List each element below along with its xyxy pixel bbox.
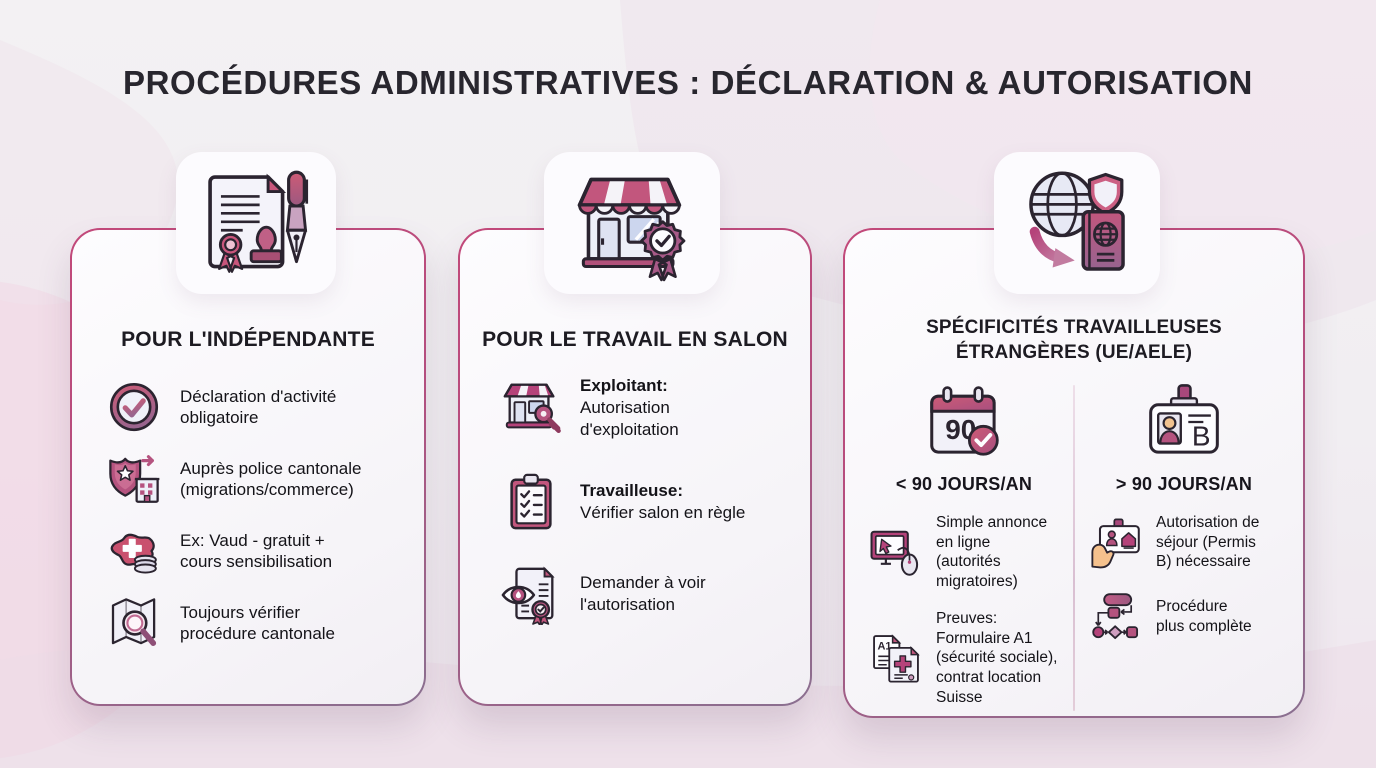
shop-key-icon [500,377,562,439]
item-text: Déclaration d'activité obligatoire [180,386,337,428]
list-item: Toujours vérifier procédure cantonale [106,595,400,651]
tab-storefront [544,152,720,294]
page-title: PROCÉDURES ADMINISTRATIVES : DÉCLARATION… [123,64,1253,101]
column-header: > 90 JOURS/AN [1115,474,1253,495]
card-travail-salon: POUR LE TRAVAIL EN SALON [458,228,812,706]
item-text: Travailleuse:Vérifier salon en règle [580,480,745,524]
list-item: A1 Preuves: Formulaire A1 (sécurité soci [869,609,1059,707]
check-circle-icon [106,379,162,435]
list-item: Simple annonce en ligne (autorités migra… [869,513,1059,591]
item-text: Procédure plus complète [1155,598,1252,635]
item-text: Exploitant:Autorisation d'exploitation [580,375,679,440]
list-item: Demander à voir l'autorisation [500,563,788,625]
card-title: POUR L'INDÉPENDANTE [121,328,375,351]
item-text: Ex: Vaud - gratuit + cours sensibilisati… [180,530,333,572]
column-divider [1073,385,1075,712]
item-text: Demander à voir l'autorisation [580,572,706,616]
storefront-award-icon [568,164,696,282]
item-body: Autorisation d'exploitation [580,398,679,439]
card-independante: POUR L'INDÉPENDANTE Déclaration d'activi… [70,228,426,706]
police-badge-icon [106,451,162,507]
clipboard-checklist-icon [500,471,562,533]
globe-passport-icon [1014,167,1140,279]
permit-b-card-icon: B [1141,379,1227,465]
a1-label: A1 [877,641,891,653]
card-title: SPÉCIFICITÉS TRAVAILLEUSES ÉTRANGÈRES (U… [926,317,1222,363]
column-plus-90-jours: B > 90 JOURS/AN [1075,379,1293,725]
item-text: Auprès police cantonale (migrations/comm… [180,458,362,500]
card-title: POUR LE TRAVAIL EN SALON [482,328,788,351]
item-text: Simple annonce en ligne (autorités migra… [936,514,1048,590]
tab-globe-passport [994,152,1160,294]
map-magnifier-icon [106,595,162,651]
item-text: Preuves: Formulaire A1 (sécurité sociale… [936,610,1058,706]
flowchart-icon [1089,590,1143,644]
column-header: < 90 JOURS/AN [895,474,1033,495]
card-etrangeres: SPÉCIFICITÉS TRAVAILLEUSES ÉTRANGÈRES (U… [843,228,1305,718]
list-item: Déclaration d'activité obligatoire [106,379,400,435]
item-lead: Travailleuse: [580,480,684,500]
list-item: Ex: Vaud - gratuit + cours sensibilisati… [106,523,400,579]
permit-letter: B [1192,421,1211,452]
column-moins-90-jours: 90 < 90 JOURS/AN [855,379,1073,725]
item-text: Toujours vérifier procédure cantonale [180,602,336,644]
list-item: Autorisation de séjour (Permis B) nécess… [1089,513,1279,572]
monitor-mouse-icon [869,525,923,579]
item-lead: Exploitant: [580,376,668,396]
eye-document-icon [500,563,562,625]
calendar-90-icon: 90 [921,379,1007,465]
item-body: Vérifier salon en règle [580,502,746,522]
a1-documents-icon: A1 [869,631,923,685]
item-text: Autorisation de séjour (Permis B) nécess… [1155,514,1260,571]
item-body: Demander à voir l'autorisation [580,572,706,614]
list-item: Exploitant:Autorisation d'exploitation [500,375,788,440]
list-item: Auprès police cantonale (migrations/comm… [106,451,400,507]
tab-contract [176,152,336,294]
list-item: Travailleuse:Vérifier salon en règle [500,471,788,533]
hand-id-card-icon [1089,516,1143,570]
swiss-map-icon [106,523,162,579]
list-item: Procédure plus complète [1089,590,1279,644]
contract-pen-icon [198,165,314,281]
